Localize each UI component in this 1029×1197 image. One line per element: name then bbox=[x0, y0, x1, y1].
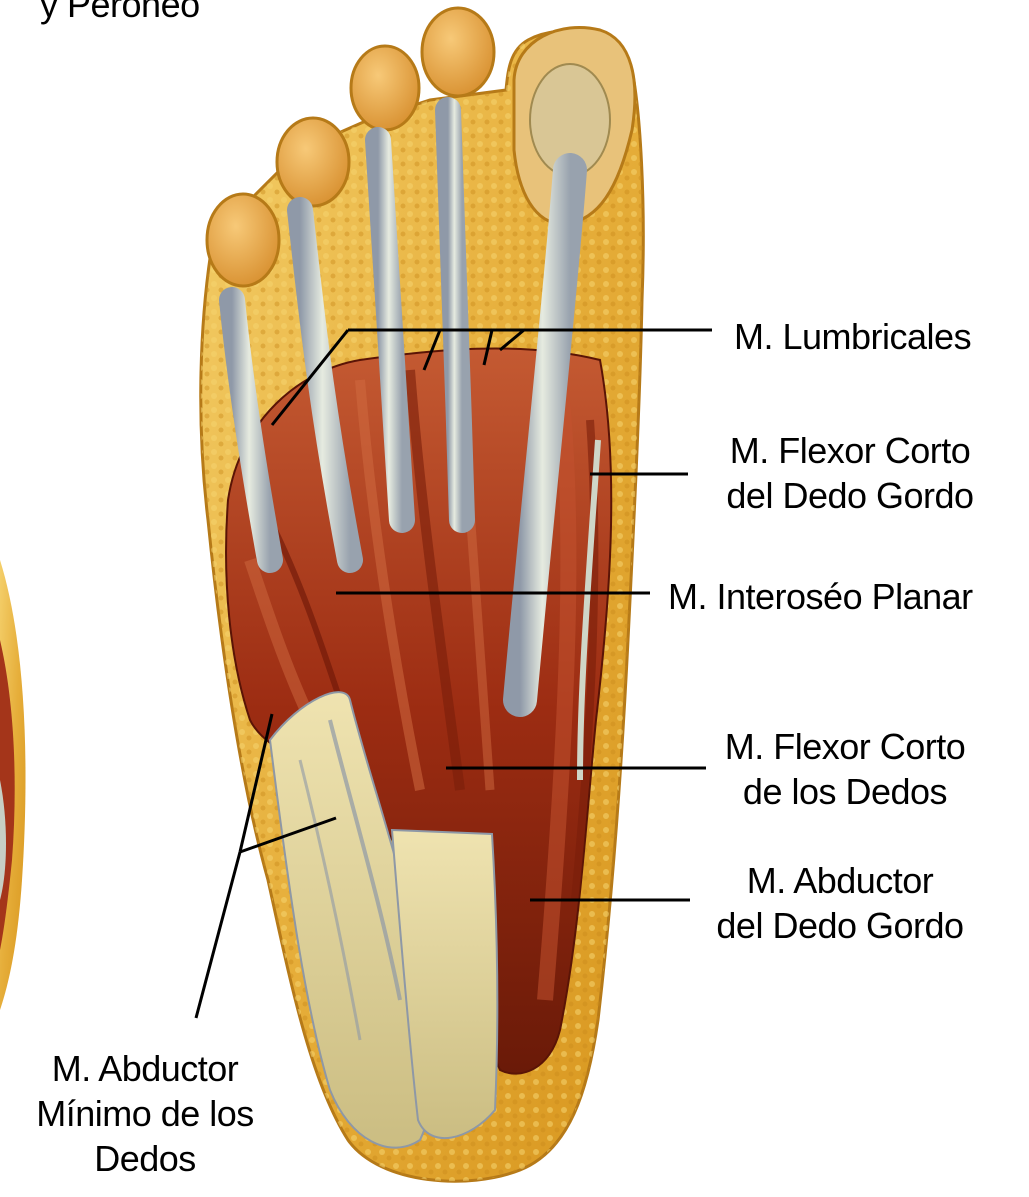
label-flexor-corto-dedos: M. Flexor Corto de los Dedos bbox=[700, 724, 990, 814]
corner-caption-text: y Peroneo bbox=[40, 0, 200, 27]
adjacent-figure-fragment bbox=[0, 560, 26, 1010]
label-abductor-dedo-gordo-line-2: del Dedo Gordo bbox=[690, 903, 990, 948]
label-flexor-corto-dedo-gordo-line-2: del Dedo Gordo bbox=[700, 473, 1000, 518]
label-interoseo-planar: M. Interoséo Planar bbox=[668, 574, 973, 619]
label-flexor-corto-dedos-line-1: M. Flexor Corto bbox=[700, 724, 990, 769]
label-abductor-dedo-gordo: M. Abductor del Dedo Gordo bbox=[690, 858, 990, 948]
label-flexor-corto-dedo-gordo: M. Flexor Corto del Dedo Gordo bbox=[700, 428, 1000, 518]
label-lumbricales-line-1: M. Lumbricales bbox=[734, 314, 971, 359]
label-abductor-minimo-line-2: Mínimo de los bbox=[10, 1091, 280, 1136]
label-abductor-minimo-line-1: M. Abductor bbox=[10, 1046, 280, 1091]
label-abductor-minimo: M. Abductor Mínimo de los Dedos bbox=[10, 1046, 280, 1181]
corner-caption-fragment: y Peroneo bbox=[40, 0, 200, 27]
label-abductor-minimo-line-3: Dedos bbox=[10, 1136, 280, 1181]
label-lumbricales: M. Lumbricales bbox=[734, 314, 971, 359]
label-flexor-corto-dedo-gordo-line-1: M. Flexor Corto bbox=[700, 428, 1000, 473]
label-abductor-dedo-gordo-line-1: M. Abductor bbox=[690, 858, 990, 903]
label-interoseo-planar-line-1: M. Interoséo Planar bbox=[668, 574, 973, 619]
label-flexor-corto-dedos-line-2: de los Dedos bbox=[700, 769, 990, 814]
